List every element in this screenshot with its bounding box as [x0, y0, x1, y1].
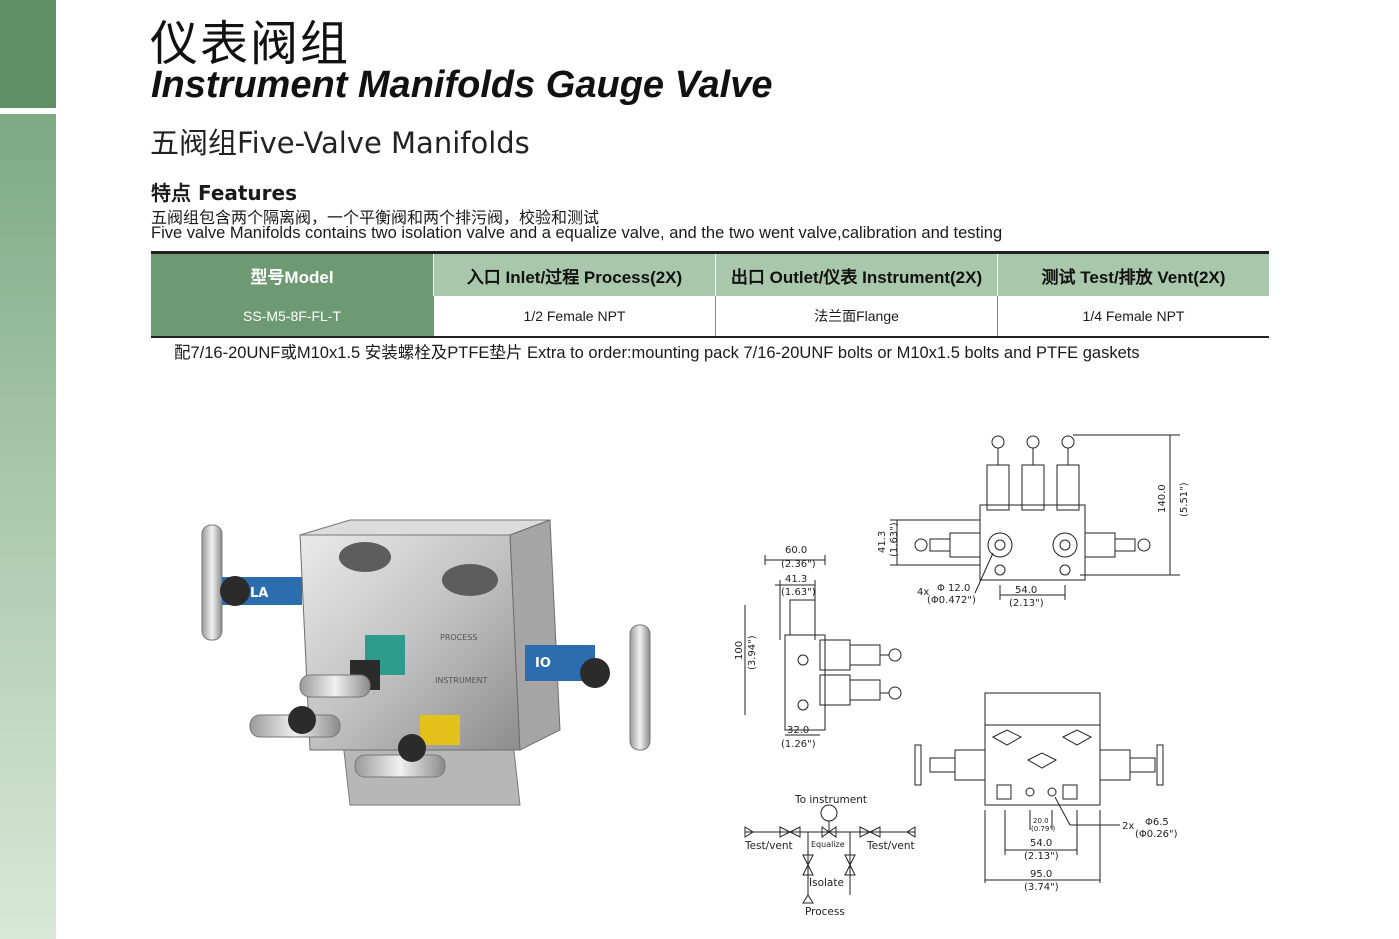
header-inlet: 入口 Inlet/过程 Process(2X)	[433, 251, 716, 296]
dim-140-in: (5.51")	[1179, 482, 1190, 517]
hole-dia-6-5-in: (Φ0.26")	[1135, 829, 1178, 840]
top-view-drawing	[890, 434, 1180, 600]
side-view-drawing	[744, 555, 902, 736]
dim-54-bottom: 54.0	[1030, 838, 1052, 849]
header-model: 型号Model	[151, 251, 434, 296]
manifold-photo: PROCESS INSTRUMENT LA IO	[201, 519, 651, 806]
dim-100: 100	[734, 641, 745, 660]
dim-20: 20.0	[1033, 817, 1049, 825]
sidebar-top-block	[0, 0, 56, 108]
dim-100-in: (3.94")	[747, 635, 758, 670]
table-header-row: 型号Model 入口 Inlet/过程 Process(2X) 出口 Outle…	[151, 251, 1269, 296]
dim-60: 60.0	[785, 545, 807, 556]
table-row: SS-M5-8F-FL-T 1/2 Female NPT 法兰面Flange 1…	[151, 296, 1269, 338]
dim-95: 95.0	[1030, 869, 1052, 880]
dim-32-in: (1.26")	[781, 739, 816, 750]
header-vent: 测试 Test/排放 Vent(2X)	[997, 251, 1269, 296]
hole-dia-6-5: Φ6.5	[1145, 817, 1169, 828]
extra-order-note: 配7/16-20UNF或M10x1.5 安装螺栓及PTFE垫片 Extra to…	[174, 344, 1140, 362]
dim-54-top-in: (2.13")	[1009, 598, 1044, 609]
cell-model: SS-M5-8F-FL-T	[151, 296, 434, 338]
spec-table: 型号Model 入口 Inlet/过程 Process(2X) 出口 Outle…	[151, 251, 1269, 338]
hole-count-2: 2x	[1122, 821, 1134, 832]
page-title-en: Instrument Manifolds Gauge Valve	[151, 64, 773, 106]
dim-41-3-side-in: (1.63")	[781, 587, 816, 598]
label-test-vent-left: Test/vent	[744, 840, 793, 852]
bottom-view-drawing	[914, 692, 1164, 883]
label-to-instrument: To instrument	[794, 794, 867, 806]
dim-54-bottom-in: (2.13")	[1024, 851, 1059, 862]
dim-20-in: (0.79")	[1031, 825, 1056, 833]
dim-140: 140.0	[1157, 484, 1168, 513]
label-isolate: Isolate	[809, 877, 844, 889]
features-text-en: Five valve Manifolds contains two isolat…	[151, 224, 1003, 242]
label-process: Process	[805, 906, 845, 918]
page-subtitle: 五阀组Five-Valve Manifolds	[150, 126, 530, 160]
label-test-vent-right: Test/vent	[866, 840, 915, 852]
technical-drawings: 140.0 (5.51") 41.3 (1.63") 4x Φ 12.0 (Φ0…	[734, 434, 1190, 918]
dim-41-3-top: 41.3	[877, 531, 888, 553]
dim-32: 32.0	[787, 725, 809, 736]
cell-vent: 1/4 Female NPT	[997, 296, 1269, 338]
page-title-cn: 仪表阀组	[150, 16, 351, 72]
handle-label-left: LA	[250, 586, 268, 601]
handle-label-right: IO	[535, 656, 551, 671]
cell-inlet: 1/2 Female NPT	[433, 296, 716, 338]
cell-outlet: 法兰面Flange	[715, 296, 998, 338]
features-heading: 特点 Features	[151, 181, 298, 205]
label-equalize: Equalize	[811, 840, 845, 849]
features-text-cn: 五阀组包含两个隔离阀，一个平衡阀和两个排污阀，校验和测试	[151, 208, 600, 227]
plate-text-instrument: INSTRUMENT	[435, 676, 488, 685]
header-outlet: 出口 Outlet/仪表 Instrument(2X)	[715, 251, 998, 296]
sidebar-gradient-bar	[0, 114, 56, 939]
dim-41-3-side: 41.3	[785, 574, 807, 585]
dim-60-in: (2.36")	[781, 559, 816, 570]
flow-schematic	[744, 804, 916, 904]
hole-dia-12: Φ 12.0	[937, 583, 970, 594]
dim-54-top: 54.0	[1015, 585, 1037, 596]
dim-95-in: (3.74")	[1024, 882, 1059, 893]
plate-text-process: PROCESS	[440, 633, 477, 642]
dim-41-3-top-in: (1.63")	[889, 522, 900, 557]
hole-count-4: 4x	[917, 587, 929, 598]
hole-dia-12-in: (Φ0.472")	[927, 595, 976, 606]
